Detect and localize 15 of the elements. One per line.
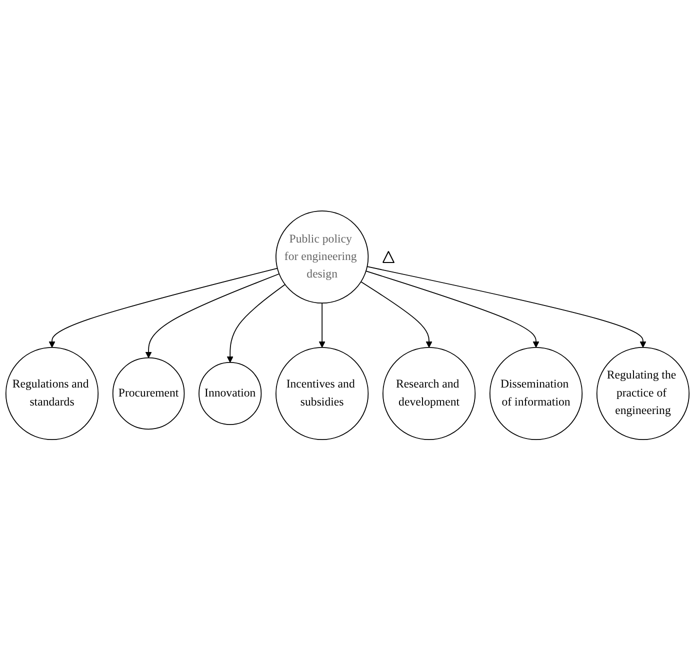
arrow <box>360 281 432 348</box>
arrow <box>48 268 278 348</box>
arrow <box>318 302 326 348</box>
node-circle: Incentives and subsidies <box>276 346 369 440</box>
node-circle: Research and development <box>382 346 476 440</box>
arrow <box>145 273 280 358</box>
node-circle: Procurement <box>112 357 185 430</box>
node-circle: Innovation <box>198 362 262 425</box>
arrow <box>366 266 646 348</box>
node-circle: Regulations and standards <box>5 346 99 440</box>
node-circle: Regulating the practice of engineering <box>596 346 690 440</box>
arrow <box>366 270 540 348</box>
arrow <box>226 284 286 362</box>
node-circle: Dissemination of information <box>489 346 583 440</box>
node-circle: Public policy for engineering design <box>276 210 369 304</box>
